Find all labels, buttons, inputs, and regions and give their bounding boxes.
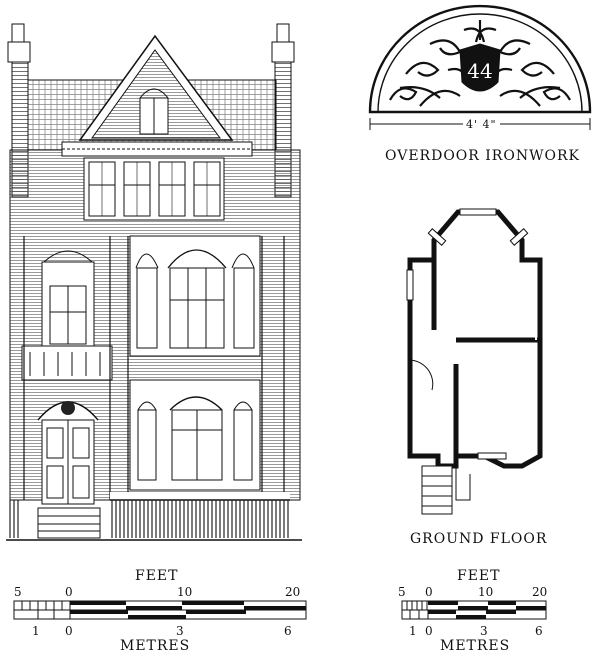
left-feet-tick: 10: [177, 585, 193, 599]
right-feet-tick: 20: [532, 585, 548, 599]
plan-caption: GROUND FLOOR: [410, 531, 548, 547]
left-feet-tick: 20: [285, 585, 301, 599]
left-metre-tick: 1: [32, 624, 40, 638]
right-feet-tick: 10: [478, 585, 494, 599]
right-feet-label: FEET: [457, 568, 501, 584]
front-gable: [78, 34, 234, 141]
left-feet-tick: 0: [65, 585, 73, 599]
left-metre-tick: 0: [65, 624, 73, 638]
left-feet-label: FEET: [135, 568, 179, 584]
overdoor-ironwork: 44: [360, 0, 600, 140]
right-scale-bar: [401, 600, 547, 620]
right-feet-tick: 5: [398, 585, 406, 599]
right-metre-tick: 0: [425, 624, 433, 638]
right-metres-label: METRES: [440, 638, 511, 654]
number-shield: [459, 43, 501, 92]
elevation-drawing: [0, 0, 310, 545]
left-metres-label: METRES: [120, 638, 191, 654]
first-floor-bay: [129, 235, 261, 357]
left-upper-window: [21, 250, 113, 381]
fanlight-drawing: 44: [368, 4, 592, 130]
plan-entrance-steps: [421, 465, 471, 515]
ironwork-caption: OVERDOOR IRONWORK: [385, 148, 580, 164]
right-metre-tick: 1: [409, 624, 417, 638]
ironwork-dimension: 4' 4": [463, 118, 500, 131]
right-metre-tick: 3: [480, 624, 488, 638]
upper-windows: [83, 157, 225, 221]
left-feet-tick: 5: [14, 585, 22, 599]
house-number: 44: [467, 59, 492, 83]
ground-floor-plan: [398, 200, 558, 520]
left-metre-tick: 6: [284, 624, 292, 638]
left-metre-tick: 3: [176, 624, 184, 638]
right-metre-tick: 6: [535, 624, 543, 638]
facade-elevation: [6, 23, 302, 541]
ground-floor-bay: [129, 379, 261, 491]
front-railing: [9, 492, 290, 538]
floor-plan-drawing: [406, 208, 543, 515]
entrance-steps: [37, 507, 101, 539]
left-scale-bar: [13, 600, 307, 620]
entrance-door: [37, 401, 99, 505]
right-feet-tick: 0: [425, 585, 433, 599]
